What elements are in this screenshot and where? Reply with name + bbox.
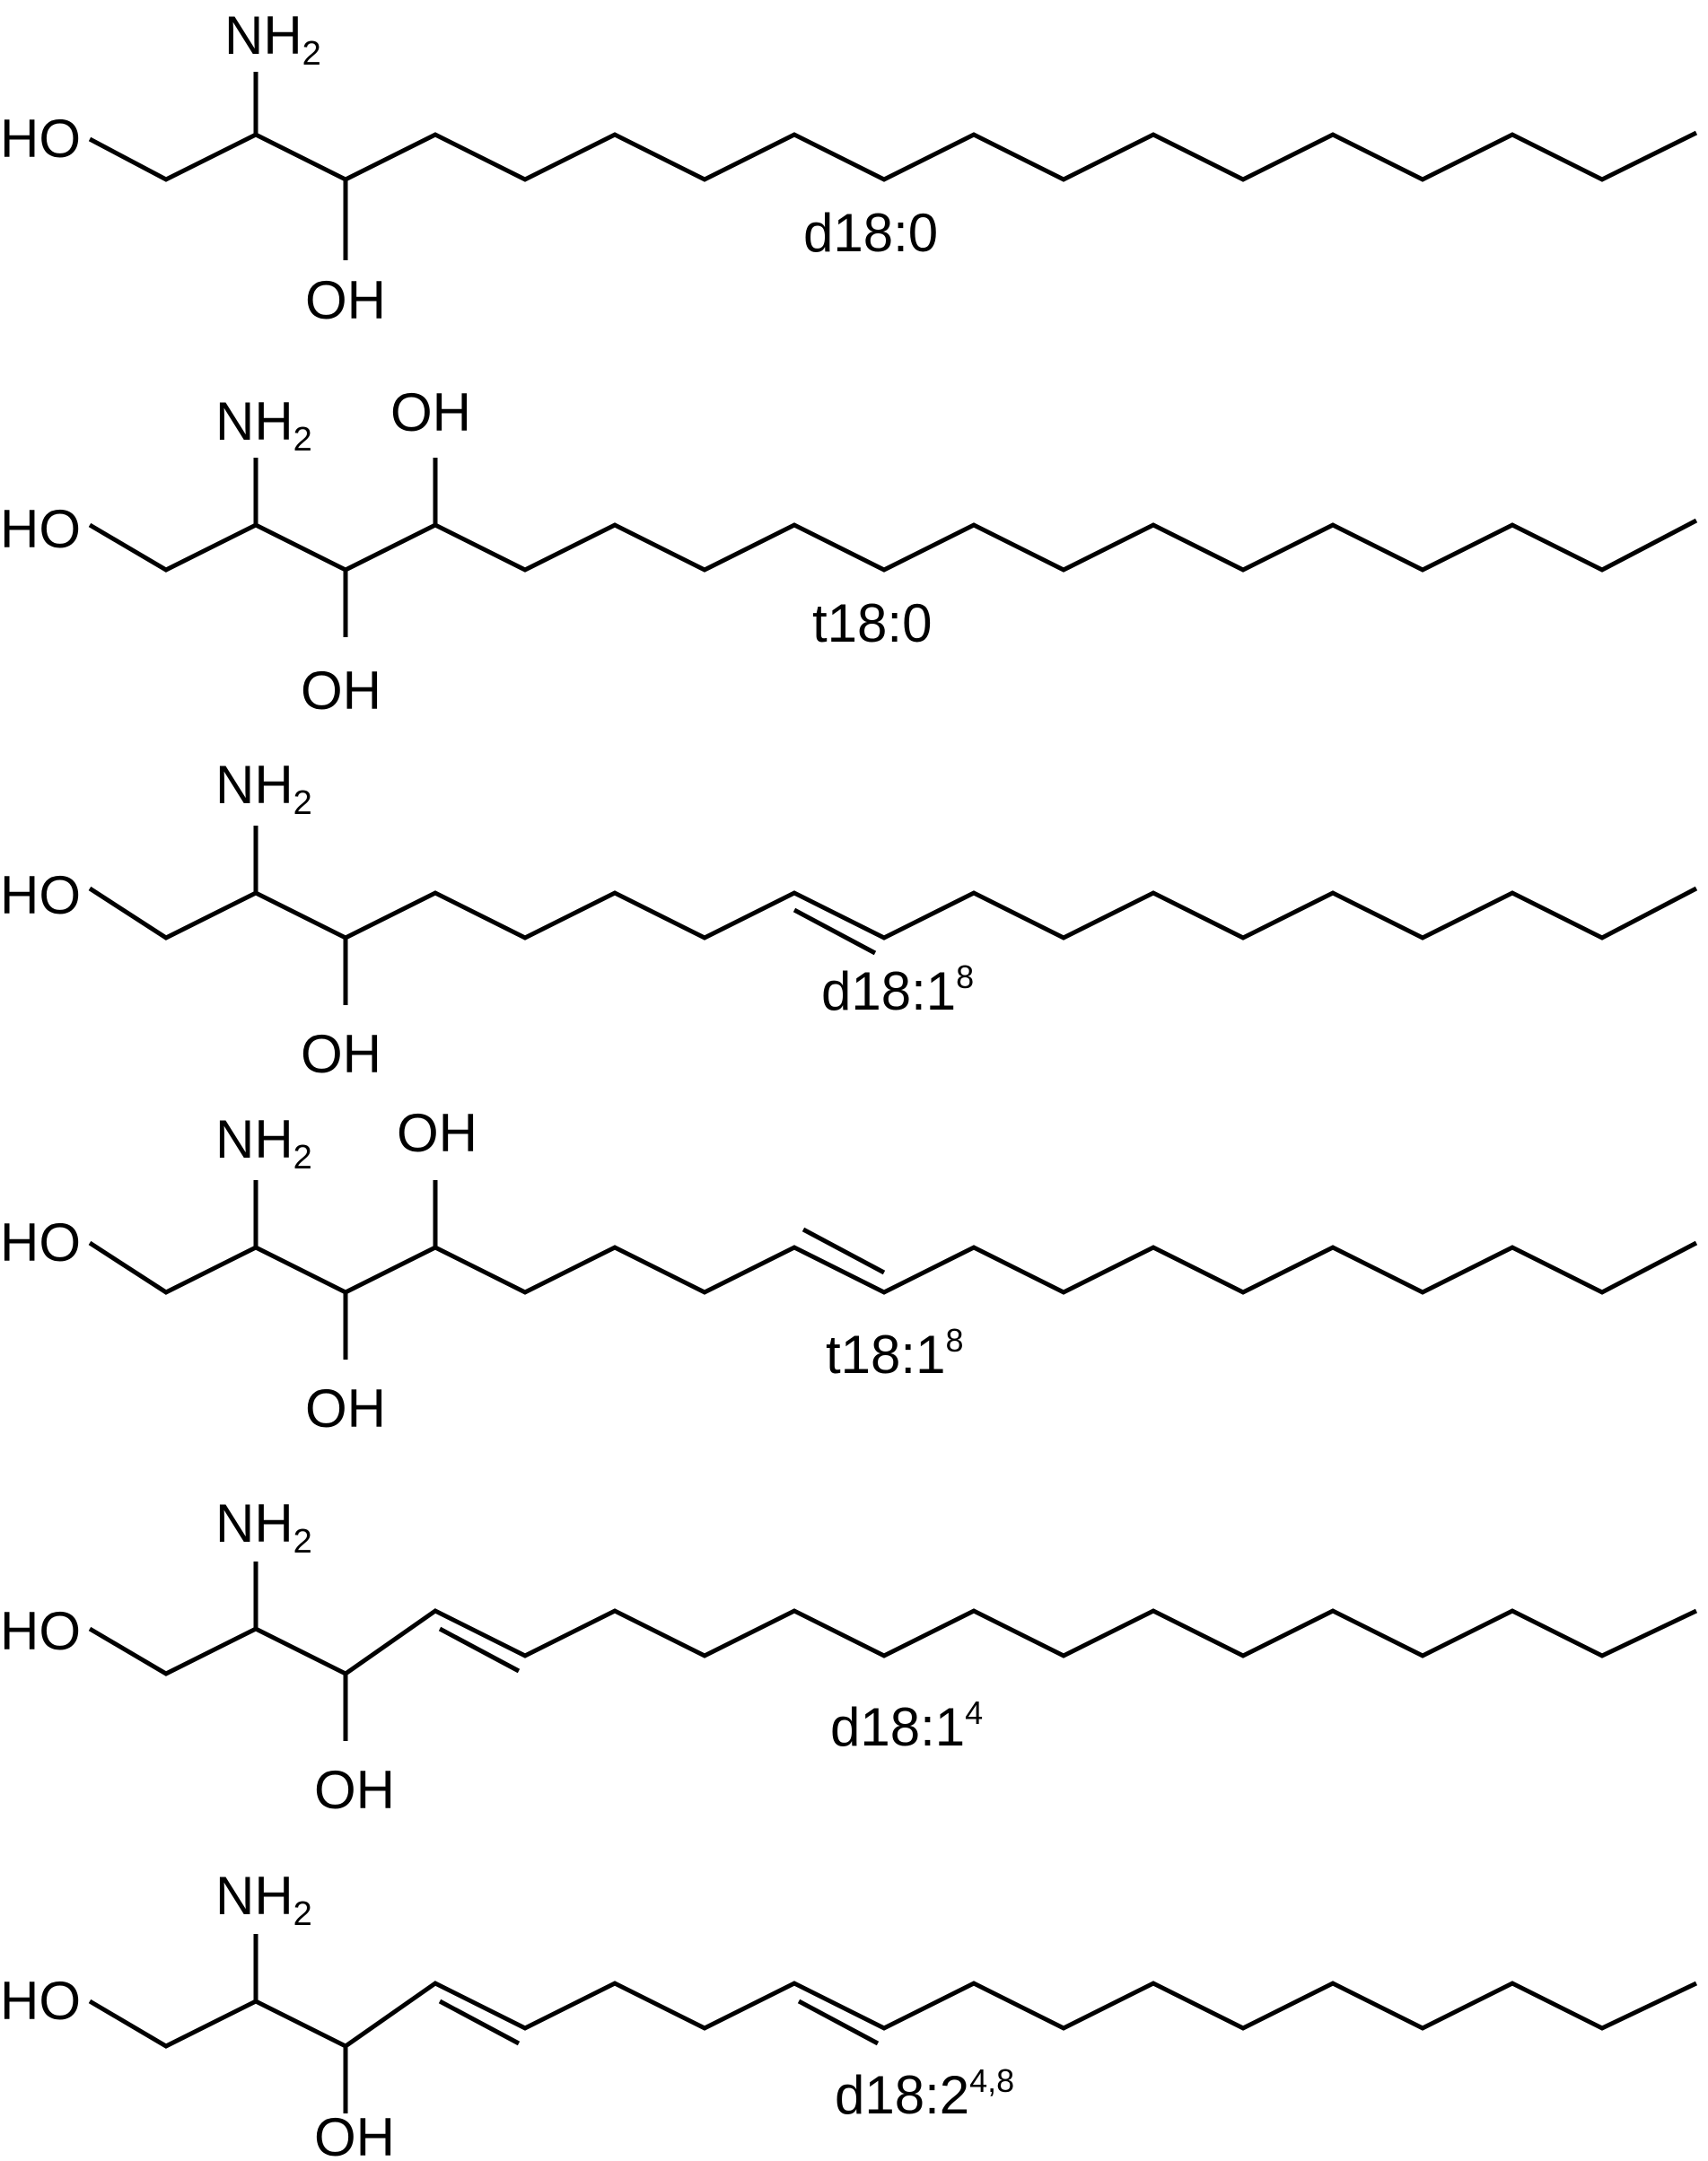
backbone-chain	[88, 130, 1698, 182]
double-bond-line-4	[438, 1999, 521, 2046]
double-bond-line-8	[797, 1999, 880, 2046]
backbone-chain	[88, 886, 1698, 941]
structure-d18-1-4: NH2 HO OH d18:14	[0, 1493, 1698, 1820]
hydroxyl-label-upper: OH	[397, 1103, 477, 1163]
hydroxyl-label-upper: OH	[390, 382, 471, 442]
amine-group-label: NH2	[215, 1109, 312, 1177]
structure-d18-2-4-8: NH2 HO OH d18:24,8	[0, 1866, 1698, 2161]
double-bond-line	[793, 907, 877, 956]
structure-t18-1-8: NH2 OH HO OH t18:18	[0, 1103, 1698, 1439]
primary-hydroxyl-label: HO	[0, 865, 81, 925]
primary-hydroxyl-label: HO	[0, 109, 81, 169]
primary-hydroxyl-label: HO	[0, 499, 81, 559]
structure-caption: t18:18	[826, 1322, 963, 1385]
structure-caption: t18:0	[812, 593, 932, 653]
structure-caption: d18:18	[821, 958, 974, 1021]
primary-hydroxyl-label: HO	[0, 1212, 81, 1273]
amine-group-label: NH2	[215, 1493, 312, 1561]
amine-group-label: NH2	[215, 755, 312, 822]
structure-caption: d18:24,8	[835, 2062, 1014, 2125]
structure-caption: d18:14	[830, 1694, 983, 1757]
hydroxyl-label-lower: OH	[305, 1378, 386, 1439]
hydroxyl-label: OH	[301, 1024, 381, 1084]
amine-group-label: NH2	[224, 5, 321, 73]
hydroxyl-label: OH	[305, 270, 386, 330]
structure-d18-1-8: NH2 HO OH d18:18	[0, 755, 1698, 1084]
backbone-chain	[88, 1981, 1698, 2049]
backbone-chain	[88, 1240, 1698, 1295]
amine-group-label: NH2	[215, 391, 312, 459]
hydroxyl-label: OH	[314, 1760, 395, 1820]
double-bond-line	[801, 1227, 886, 1275]
primary-hydroxyl-label: HO	[0, 1601, 81, 1661]
backbone-chain	[88, 518, 1698, 573]
double-bond-line	[438, 1626, 521, 1674]
hydroxyl-label: OH	[314, 2107, 395, 2161]
amine-group-label: NH2	[215, 1866, 312, 1933]
backbone-chain	[88, 1608, 1698, 1676]
structure-caption: d18:0	[803, 203, 938, 263]
primary-hydroxyl-label: HO	[0, 1971, 81, 2031]
structure-t18-0: NH2 OH HO OH t18:0	[0, 382, 1698, 721]
hydroxyl-label-lower: OH	[301, 661, 381, 721]
structure-d18-0: NH2 HO OH d18:0	[0, 5, 1698, 330]
